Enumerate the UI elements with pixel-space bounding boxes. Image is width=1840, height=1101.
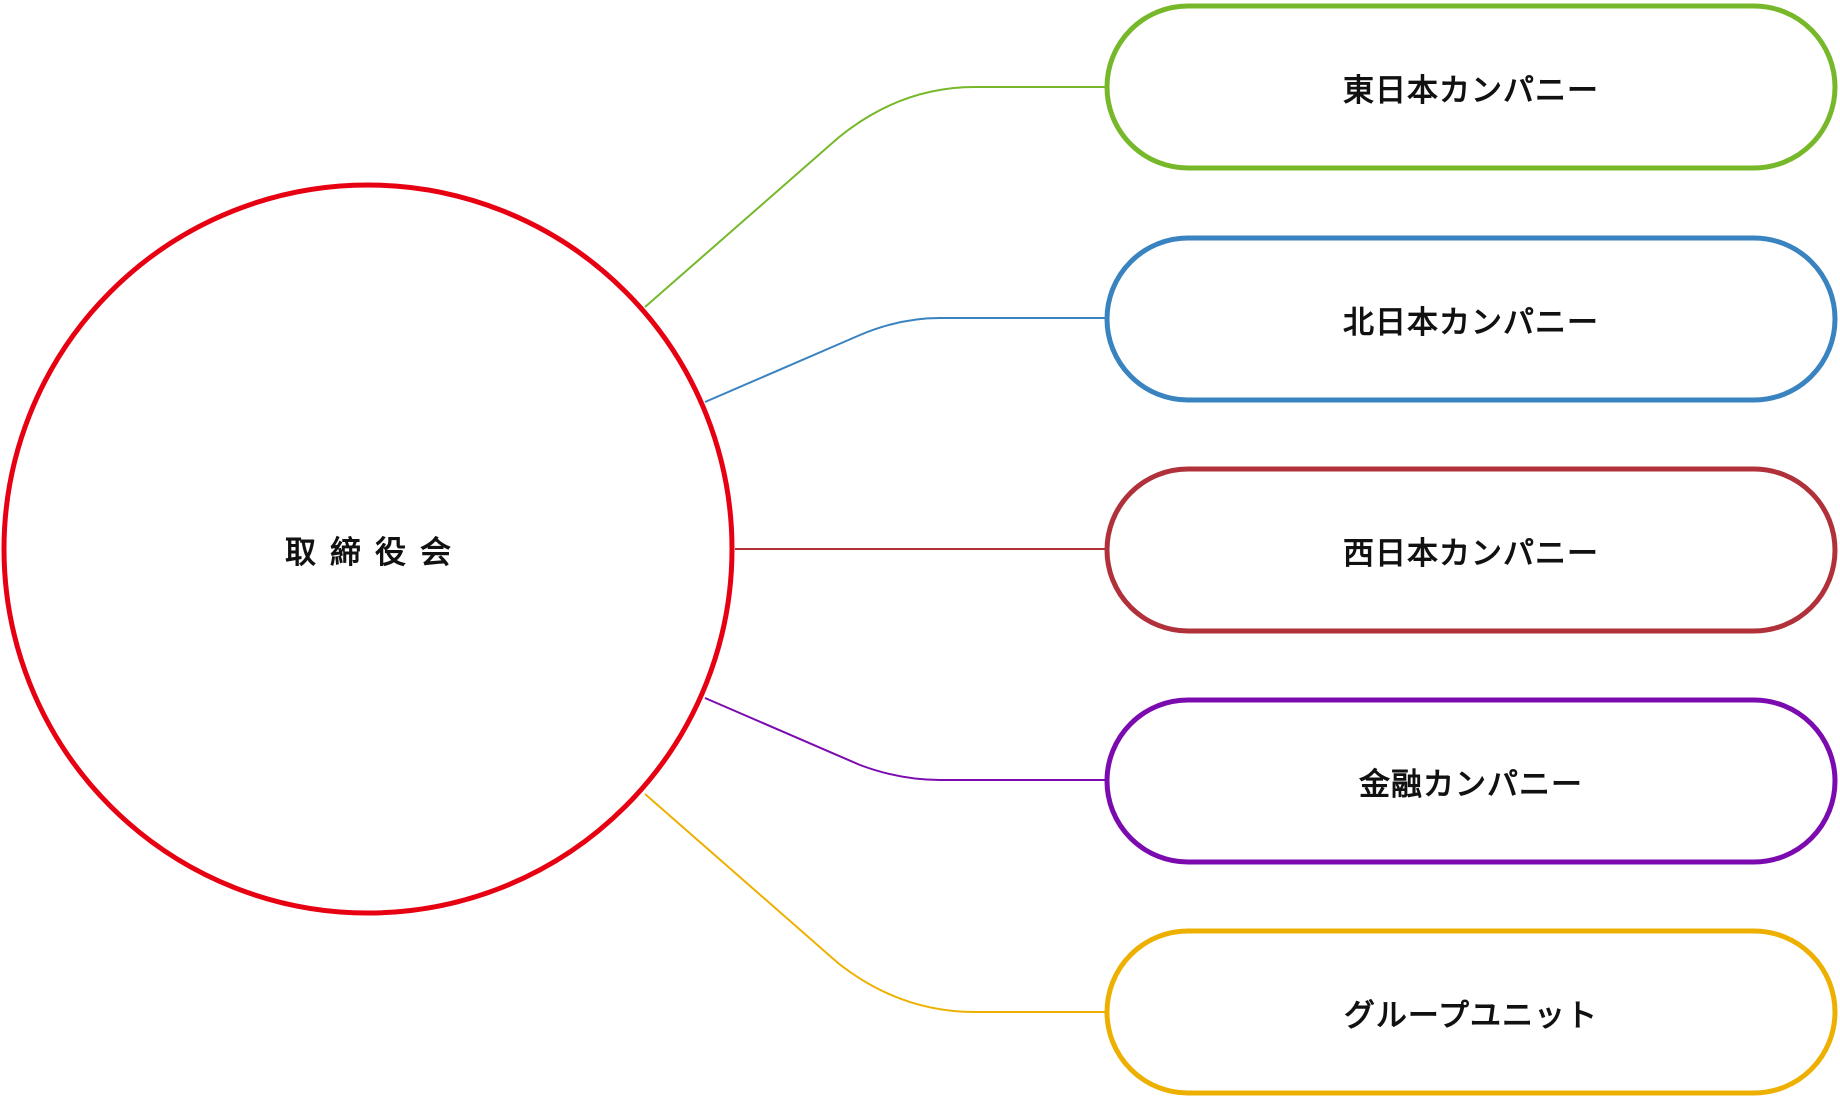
connector-line-group (644, 793, 1107, 1013)
board-label: 取締役会 (285, 534, 465, 571)
unit-pill-east (1104, 3, 1838, 171)
unit-label-group: グループユニット (1343, 997, 1599, 1034)
unit-pill-finance (1104, 697, 1838, 865)
connector-line-north (704, 317, 1107, 403)
unit-label-west: 西日本カンパニー (1343, 535, 1599, 572)
unit-pill-west (1104, 466, 1838, 634)
board-circle (1, 182, 735, 916)
connector-line-east (644, 86, 1107, 308)
unit-pill-group (1104, 928, 1838, 1096)
unit-pill-north (1104, 235, 1838, 403)
unit-label-east: 東日本カンパニー (1343, 72, 1599, 109)
connector-line-finance (704, 697, 1107, 781)
unit-label-finance: 金融カンパニー (1359, 766, 1583, 803)
unit-label-north: 北日本カンパニー (1343, 304, 1599, 341)
